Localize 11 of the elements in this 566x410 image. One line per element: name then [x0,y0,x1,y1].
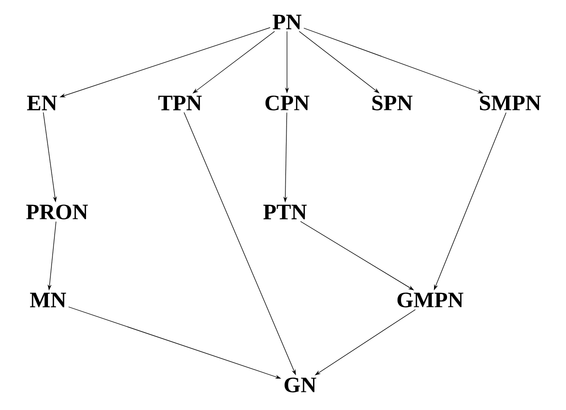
node-label: EN [27,96,57,110]
node-label: PN [272,14,302,30]
node-label: SPN [372,96,412,110]
node-label: GN [284,378,316,392]
node-label: TPN [158,96,202,110]
node-label: CPN [265,96,310,110]
node-label: PRON [26,204,88,220]
node-label: PTN [263,204,307,220]
node-label: GMPN [397,292,464,308]
node-label: SMPN [480,96,541,110]
node-label: MN [30,292,66,308]
